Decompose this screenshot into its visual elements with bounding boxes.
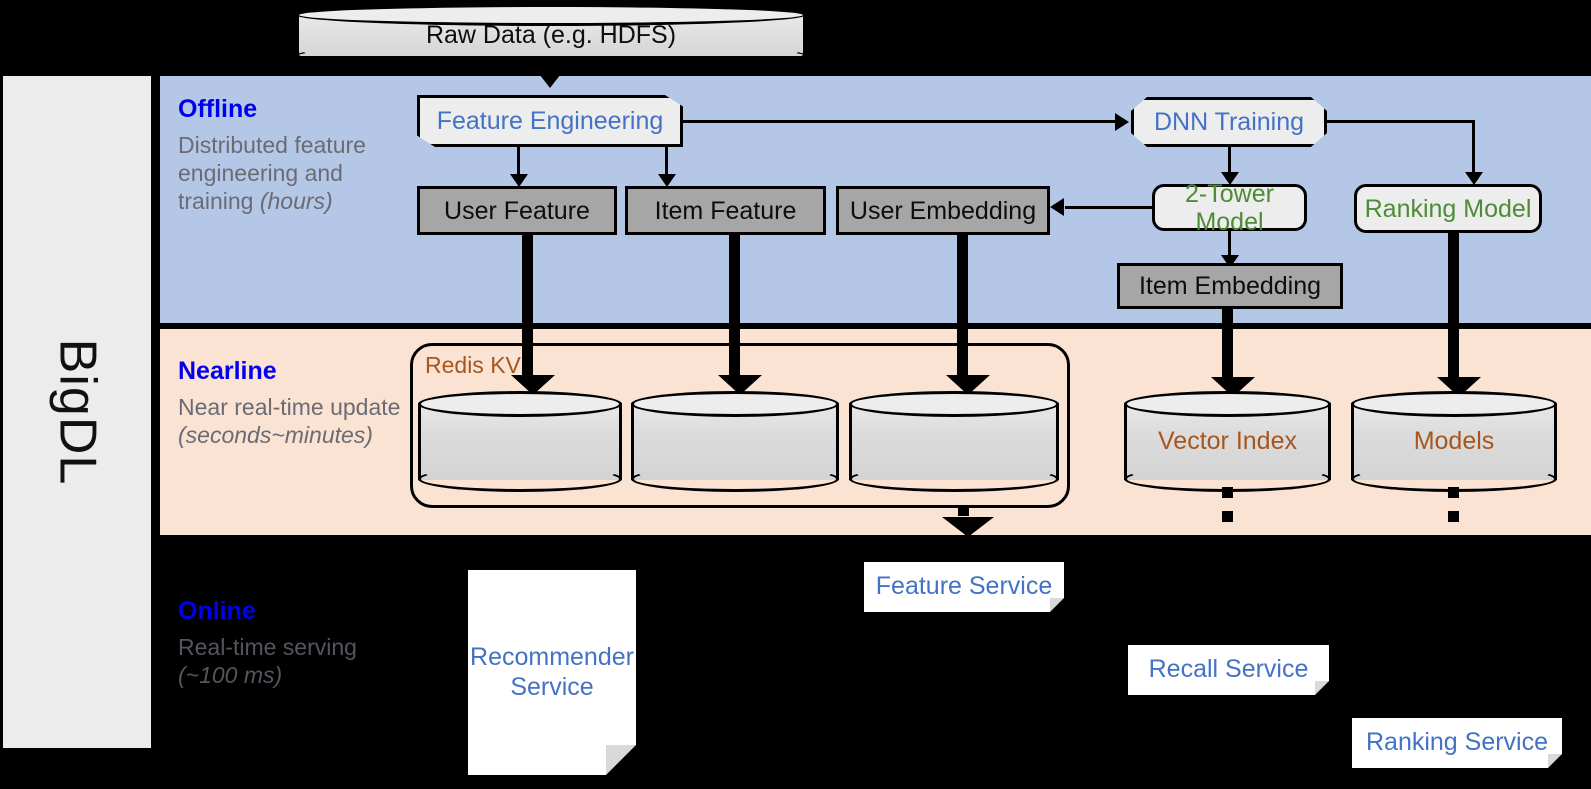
- bigdl-panel: BigDL: [3, 76, 151, 748]
- node-item-embedding-label: Item Embedding: [1138, 272, 1322, 300]
- node-recall-service-label: Recall Service: [1148, 655, 1309, 684]
- node-recall-service[interactable]: Recall Service: [1128, 645, 1329, 695]
- arrowhead-rawdata-fe: [536, 70, 564, 88]
- stage-title-offline: Offline: [178, 95, 258, 123]
- connector-fe-itemfeature: [665, 147, 668, 179]
- dashed-stub-vectorindex-2: [1222, 511, 1233, 522]
- store-cylinder-3-label: [849, 391, 1059, 492]
- cylinder-top: [1351, 391, 1557, 417]
- node-item-embedding[interactable]: Item Embedding: [1117, 263, 1343, 309]
- store-cylinder-2[interactable]: [631, 391, 839, 492]
- dashed-stub-models-2: [1448, 511, 1459, 522]
- node-two-tower-model[interactable]: 2-Tower Model: [1152, 180, 1307, 236]
- node-user-embedding[interactable]: User Embedding: [836, 186, 1050, 235]
- stage-desc-nearline: Near real-time update (seconds~minutes): [178, 393, 408, 449]
- pipe-userembedding-store3: [957, 233, 968, 381]
- bigdl-label: BigDL: [47, 338, 106, 486]
- stage-caption-offline: Offline Distributed feature engineering …: [178, 95, 408, 215]
- cylinder-top: [296, 4, 806, 26]
- arrowhead-twotower-userembedding: [1050, 198, 1064, 216]
- node-feature-engineering[interactable]: Feature Engineering: [417, 95, 683, 147]
- stage-desc-offline-em: (hours): [259, 187, 333, 214]
- dashed-stub-models-1: [1448, 487, 1459, 498]
- models-label: Models: [1413, 427, 1495, 455]
- stage-title-online: Online: [178, 597, 256, 625]
- pipe-itemfeature-store2: [729, 233, 740, 381]
- connector-fe-dnn: [683, 120, 1115, 123]
- cylinder-top: [849, 391, 1059, 417]
- pipe-rankingmodel-models: [1448, 231, 1459, 383]
- node-feature-service[interactable]: Feature Service: [864, 562, 1064, 612]
- connector-twotower-itemembedding: [1228, 231, 1231, 260]
- arrowhead-fe-userfeature: [510, 174, 528, 187]
- cylinder-top: [1124, 391, 1331, 417]
- redis-kv-container: [410, 343, 1070, 508]
- store-cylinder-1-label: [418, 391, 622, 492]
- node-dnn-training[interactable]: DNN Training: [1131, 97, 1327, 147]
- page-fold-icon: [1548, 754, 1562, 768]
- stage-title-nearline: Nearline: [178, 357, 277, 385]
- stage-desc-offline: Distributed feature engineering and trai…: [178, 131, 408, 215]
- node-user-embedding-label: User Embedding: [849, 196, 1037, 225]
- arrowhead-pipe-store1: [511, 375, 555, 395]
- node-recommender-service[interactable]: Recommender Service: [468, 570, 636, 775]
- connector-twotower-userembedding: [1065, 206, 1155, 209]
- node-recommender-service-label: Recommender Service: [470, 643, 634, 701]
- store-cylinder-2-label: [631, 391, 839, 492]
- node-item-feature-label: Item Feature: [654, 196, 797, 225]
- node-feature-service-label: Feature Service: [875, 572, 1053, 601]
- node-ranking-model-label: Ranking Model: [1364, 194, 1532, 223]
- dashed-stub-vectorindex-1: [1222, 487, 1233, 498]
- band-divider-offline-nearline: [160, 323, 1591, 329]
- cylinder-top: [418, 391, 622, 417]
- stage-desc-offline-main: Distributed feature engineering and trai…: [178, 131, 366, 214]
- models-cylinder[interactable]: Models: [1351, 391, 1557, 492]
- page-fold-icon: [1050, 598, 1064, 612]
- stage-desc-nearline-em: (seconds~minutes): [178, 421, 373, 448]
- arrowhead-dnn-twotower: [1221, 172, 1239, 185]
- stage-desc-online-em: (~100 ms): [178, 661, 283, 688]
- connector-dnn-twotower: [1228, 147, 1231, 177]
- arrowhead-pipe-store3: [946, 375, 990, 395]
- arrowhead-fe-dnn: [1115, 113, 1129, 131]
- arrowhead-fe-itemfeature: [658, 174, 676, 187]
- connector-fe-userfeature: [517, 147, 520, 179]
- arrowhead-dnn-ranking: [1465, 172, 1483, 185]
- stage-caption-online: Online Real-time serving (~100 ms): [178, 597, 408, 689]
- cylinder-bottom: [418, 466, 622, 492]
- store-cylinder-1[interactable]: [418, 391, 622, 492]
- vector-index-cylinder[interactable]: Vector Index: [1124, 391, 1331, 492]
- store-cylinder-3[interactable]: [849, 391, 1059, 492]
- pipe-itemembedding-vectorindex: [1222, 307, 1233, 383]
- arrowhead-pipe-store2: [718, 375, 762, 395]
- connector-dnn-ranking-v: [1472, 120, 1475, 177]
- stage-desc-online: Real-time serving (~100 ms): [178, 633, 408, 689]
- pipe-userfeature-store1: [522, 233, 533, 381]
- stage-caption-nearline: Nearline Near real-time update (seconds~…: [178, 357, 408, 449]
- node-item-feature[interactable]: Item Feature: [625, 186, 826, 235]
- stage-desc-nearline-main: Near real-time update: [178, 393, 401, 420]
- connector-dnn-ranking-h: [1327, 120, 1475, 123]
- dashed-stub-featureservice: [958, 505, 969, 516]
- cylinder-bottom: [631, 466, 839, 492]
- node-two-tower-model-label: 2-Tower Model: [1185, 179, 1274, 236]
- cylinder-top: [631, 391, 839, 417]
- node-dnn-training-label: DNN Training: [1153, 108, 1305, 136]
- redis-kv-label: Redis KV: [425, 352, 521, 378]
- node-ranking-model[interactable]: Ranking Model: [1354, 184, 1542, 233]
- node-user-feature[interactable]: User Feature: [417, 186, 617, 235]
- node-feature-engineering-label: Feature Engineering: [436, 107, 664, 135]
- arrowhead-featureservice: [942, 517, 994, 537]
- raw-data-cylinder: Raw Data (e.g. HDFS): [296, 4, 806, 66]
- band-divider-nearline-online: [160, 535, 1591, 541]
- page-fold-icon: [606, 745, 636, 775]
- node-ranking-service-label: Ranking Service: [1365, 728, 1549, 757]
- page-fold-icon: [1315, 681, 1329, 695]
- cylinder-bottom: [849, 466, 1059, 492]
- stage-desc-online-main: Real-time serving: [178, 633, 357, 660]
- node-ranking-service[interactable]: Ranking Service: [1352, 718, 1562, 768]
- node-user-feature-label: User Feature: [444, 196, 590, 225]
- vector-index-label: Vector Index: [1158, 427, 1297, 455]
- raw-data-label: Raw Data (e.g. HDFS): [425, 20, 677, 49]
